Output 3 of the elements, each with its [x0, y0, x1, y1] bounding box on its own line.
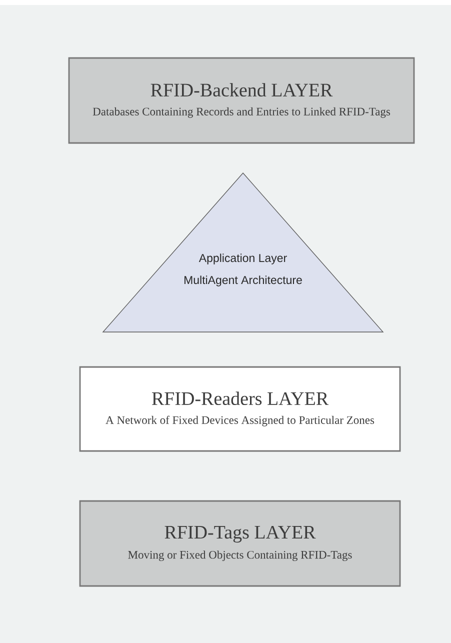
layer-box: RFID-Readers LAYER A Network of Fixed Devices Assigned to Particular Zones — [79, 366, 401, 452]
layer-box: RFID-Backend LAYER Databases Containing Records and Entries to Linked RFID-Tags — [68, 57, 415, 144]
layer-box: RFID-Tags LAYER Moving or Fixed Objects Containing RFID-Tags — [79, 500, 401, 587]
